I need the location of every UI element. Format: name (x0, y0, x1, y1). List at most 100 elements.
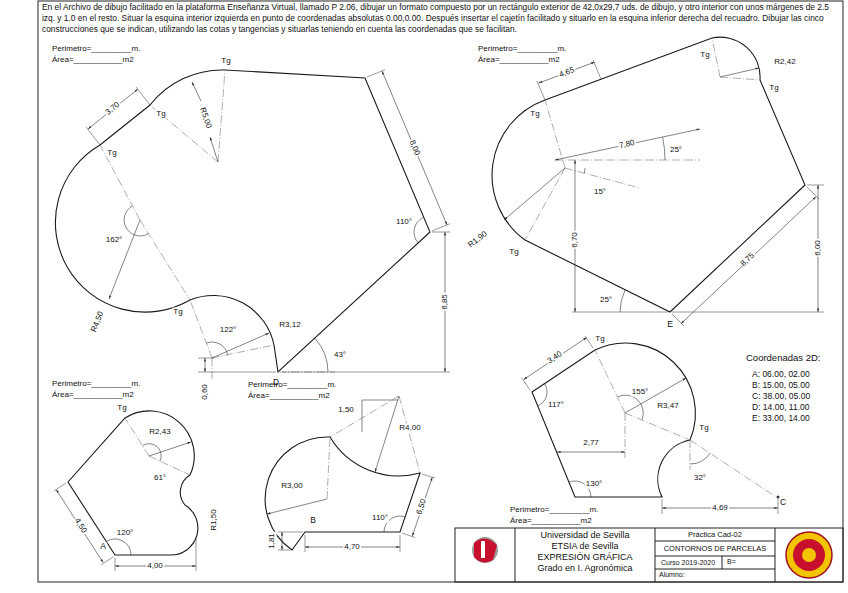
tangent-mark: Tg (220, 57, 231, 66)
title-block-text: Alumno: (659, 571, 685, 579)
radius-label: R3,00 (280, 482, 303, 491)
dimension-label: 3,40 (545, 349, 564, 366)
angle-label: 25° (669, 146, 683, 155)
tangent-mark: Tg (698, 424, 709, 433)
radius-label: R2,42 (773, 58, 796, 67)
radius-leader (375, 396, 399, 472)
title-block-text: Universidad de Sevilla (540, 531, 629, 541)
parcel-outline (68, 411, 198, 555)
angle-arc (663, 137, 665, 160)
title-block-text: B= (727, 558, 736, 566)
angle-label: 32° (693, 474, 707, 483)
angle-label: 61° (153, 474, 167, 483)
parcel-outline (265, 437, 420, 550)
dimension-label: 4,00 (146, 562, 164, 571)
radius-label: R4,50 (90, 310, 107, 335)
tangent-mark: Tg (768, 84, 779, 93)
result-field: Área=___________m2 (478, 56, 560, 65)
dimension-line (382, 71, 447, 225)
parcel-outline (492, 37, 805, 312)
tangent-mark: Tg (699, 51, 710, 60)
title-block-text: EXPRESIÓN GRÁFICA (537, 553, 632, 563)
dimension-line (205, 358, 206, 372)
angle-label: 110° (371, 514, 389, 523)
extension-line (537, 60, 824, 326)
sheet-frame (38, 1, 843, 582)
dimension-line (681, 197, 816, 324)
result-field: Perimetro=_________m. (510, 506, 598, 515)
angle-label: 155° (631, 388, 650, 397)
dimension-line (555, 129, 700, 160)
dimension-label: 3,70 (103, 100, 122, 118)
dimension-line (88, 89, 138, 129)
dimension-label: 8,00 (407, 138, 422, 158)
department-logo (472, 537, 498, 563)
angle-arc (124, 206, 148, 236)
radius-label: R3,47 (656, 402, 679, 411)
dimension-label: 8,75 (739, 251, 758, 269)
angle-arc (414, 217, 424, 243)
radius-leader (267, 499, 327, 514)
university-logo (802, 548, 816, 562)
extension-line (86, 70, 450, 372)
angle-label: 15° (593, 188, 607, 197)
angle-arc (618, 395, 644, 420)
angle-arc (620, 290, 625, 312)
dimension-line (412, 477, 432, 536)
university-logo (786, 532, 832, 578)
tangent-mark: Tg (529, 110, 540, 119)
point-label: E (666, 320, 674, 329)
dimension-label: 2,77 (582, 439, 600, 448)
angle-label: 25° (599, 296, 613, 305)
parcel-outline (55, 70, 430, 372)
radius-leader (210, 137, 218, 162)
tangent-mark: Tg (116, 404, 127, 413)
title-block-grid (515, 528, 775, 582)
angle-label: 130° (585, 480, 604, 489)
title-block-text: ETSIA de Sevilla (551, 542, 618, 552)
title-block-text: Curso 2019-2020 (661, 559, 715, 567)
dimension-label: 0,60 (201, 383, 210, 401)
dimension-line (524, 338, 587, 380)
point-label: B (309, 516, 317, 525)
reference-bracket (362, 400, 398, 432)
radius-label: R4,00 (398, 424, 421, 433)
angle-arc (538, 384, 547, 406)
dimension-label: 7,80 (617, 139, 636, 151)
dimension-line (539, 62, 595, 83)
dimension-label: 1,50 (337, 406, 355, 415)
result-field: Perimetro=_________m. (248, 381, 336, 390)
angle-label: 122° (219, 326, 238, 335)
tangent-mark: Tg (594, 335, 605, 344)
university-logo (786, 532, 832, 578)
department-logo (472, 537, 498, 563)
tangent-mark: Tg (508, 248, 519, 257)
radius-leader (720, 68, 759, 77)
coordinate-list: Coordenadas 2D: (746, 353, 820, 363)
dimension-label: 4,69 (711, 504, 729, 513)
parcel-outline (532, 343, 695, 497)
result-field: Área=___________m2 (510, 517, 592, 526)
dimension-label: 6,70 (571, 231, 580, 249)
title-block-text: CONTORNOS DE PARCELAS (664, 544, 767, 552)
tangent-mark: Tg (172, 308, 183, 317)
radius-leader (149, 442, 191, 456)
angle-label: 120° (116, 529, 135, 538)
point-label: C (779, 498, 787, 507)
coordinate-list: B: 15.00, 05.00 (752, 381, 810, 390)
instruction-text: En el Archivo de dibujo facilitado en la… (42, 2, 838, 35)
radius-label: R5,00 (197, 106, 213, 131)
dimension-label: 6,50 (415, 497, 429, 516)
extension-line (278, 474, 435, 552)
angle-label: 117° (547, 401, 565, 410)
radius-leader (504, 168, 565, 220)
university-logo (793, 539, 825, 571)
result-field: Perimetro=_________m. (52, 380, 140, 389)
angle-arc (206, 342, 227, 355)
construction-line (327, 396, 420, 499)
angle-arc (690, 453, 710, 464)
title-block-text: Grado en I. Agronómica (537, 564, 632, 574)
angle-arc (584, 168, 586, 173)
